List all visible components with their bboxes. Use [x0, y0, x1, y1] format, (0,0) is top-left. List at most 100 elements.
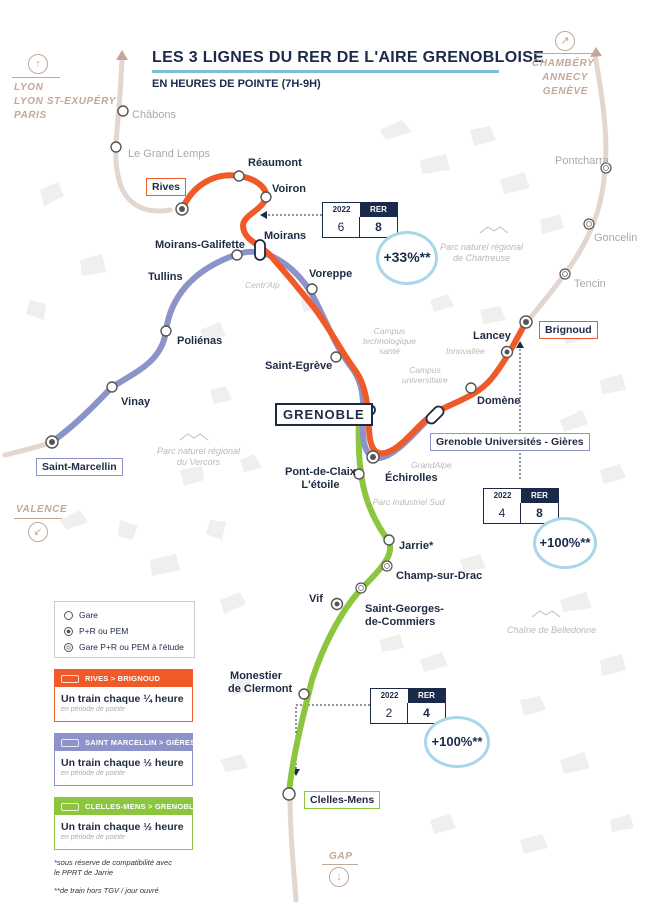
- legend-pr-pem: P+R ou PEM: [64, 626, 128, 636]
- station-vif: Vif: [309, 593, 323, 605]
- zone-centr-alp: Centr'Alp: [245, 280, 280, 290]
- pill-moirans: [254, 239, 266, 261]
- zone-chartreuse: Parc naturel régional de Chartreuse: [440, 242, 524, 263]
- pill-gieres: [425, 405, 445, 425]
- footnote-tgv: **de train hors TGV / jour ouvré: [54, 886, 159, 895]
- zone-belledonne: Chaîne de Belledonne: [507, 625, 597, 635]
- station-tencin: Tencin: [574, 278, 606, 290]
- train-icon: [61, 675, 79, 683]
- arrow-up-icon: ↑: [28, 54, 48, 74]
- line-saint-marcellin-gieres: [49, 248, 439, 461]
- direction-west: VALENCE: [16, 504, 68, 515]
- rail-corridor-chambery: [524, 52, 609, 325]
- pr-station-icon: [64, 627, 73, 636]
- study-station-rings: [358, 165, 609, 591]
- comparison-box-rives: 2022 RER 6 8: [322, 202, 398, 238]
- dot-voreppe: [306, 283, 318, 295]
- station-tullins: Tullins: [148, 271, 183, 283]
- station-echirolles: Échirolles: [385, 472, 438, 484]
- station-voreppe: Voreppe: [309, 268, 353, 280]
- direction-divider: [14, 518, 62, 519]
- rail-corridor-gap: [287, 792, 299, 903]
- station-pontcharra: Pontcharra: [555, 155, 609, 167]
- dot-saint-georges: [355, 582, 367, 594]
- dot-saint-egreve: [330, 351, 342, 363]
- station-rives: Rives: [146, 178, 187, 196]
- dot-chabons: [117, 105, 129, 117]
- study-station-icon: [64, 643, 73, 652]
- dot-voiron: [260, 191, 272, 203]
- arrow-down-icon: ↓: [329, 867, 349, 887]
- station-jarrie: Jarrie*: [399, 540, 434, 552]
- direction-divider: [322, 864, 358, 865]
- mountain-relief: [26, 120, 634, 854]
- arrow-up-right-icon: ↗: [555, 31, 575, 51]
- pointer-lines: [262, 214, 521, 772]
- comparison-box-clelles: 2022 RER 2 4: [370, 688, 446, 724]
- direction-south: GAP: [329, 851, 353, 862]
- comparison-box-brignoud: 2022 RER 4 8: [483, 488, 559, 524]
- legend-gare: Gare: [64, 610, 98, 620]
- station-domene: Domène: [477, 395, 521, 407]
- dot-pontcharra: [600, 162, 612, 174]
- station-reaumont: Réaumont: [248, 157, 302, 169]
- station-chabons: Châbons: [132, 109, 177, 121]
- dot-monestier: [298, 688, 310, 700]
- station-saint-georges: Saint-Georges- de-Commiers: [365, 603, 444, 628]
- dot-vinay: [106, 381, 118, 393]
- rail-corridor-lyon: [113, 55, 173, 214]
- dot-champ-sur-drac: [381, 560, 393, 572]
- station-grenoble-universites: Grenoble Universités - Gières: [430, 433, 590, 451]
- station-lancey: Lancey: [473, 330, 511, 342]
- map-title: LES 3 LIGNES DU RER DE L'AIRE GRENOBLOIS…: [152, 49, 545, 66]
- dot-reaumont: [233, 170, 245, 182]
- station-vinay: Vinay: [121, 396, 151, 408]
- legend-pr-pem-etude: Gare P+R ou PEM à l'étude: [64, 642, 184, 652]
- zone-parc-industriel-sud: * Parc Industriel Sud: [367, 497, 445, 507]
- station-grenoble: GRENOBLE: [275, 403, 373, 426]
- station-polienas: Poliénas: [177, 335, 223, 347]
- relief-symbols: [179, 226, 561, 618]
- direction-divider: [532, 53, 594, 54]
- dot-clelles-mens: [282, 787, 296, 801]
- zone-innovallee: Innovallée: [446, 346, 485, 356]
- corridor-arrows: [116, 47, 602, 60]
- dot-pont-de-claix: [353, 468, 365, 480]
- study-station-dots: [355, 162, 612, 594]
- footnote-jarrie: *sous réserve de compatibilité avec le P…: [54, 858, 172, 878]
- station-pont-de-claix: Pont-de-Claix L'étoile: [285, 466, 356, 491]
- line-card-clelles-grenoble: CLELLES-MENS > GRENOBLE Un train chaque …: [54, 797, 199, 850]
- line-card-marcellin-gieres: SAINT MARCELLIN > GIÈRES Un train chaque…: [54, 733, 195, 786]
- dot-moirans-galifette: [231, 249, 243, 261]
- increase-badge-clelles: +100%**: [424, 716, 490, 768]
- station-saint-marcellin: Saint-Marcellin: [36, 458, 123, 476]
- dot-goncelin: [583, 218, 595, 230]
- dot-domene: [465, 382, 477, 394]
- line-card-rives-brignoud: RIVES > BRIGNOUD Un train chaque ¼ heure…: [54, 669, 193, 722]
- station-goncelin: Goncelin: [594, 232, 638, 244]
- station-voiron: Voiron: [272, 183, 307, 195]
- pr-station-centers: [49, 206, 529, 607]
- station-clelles-mens: Clelles-Mens: [304, 791, 381, 809]
- station-champ-sur-drac: Champ-sur-Drac: [396, 570, 483, 582]
- dot-polienas: [160, 325, 172, 337]
- direction-divider: [12, 77, 60, 78]
- rail-corridor-valence: [2, 439, 55, 458]
- increase-badge-brignoud: +100%**: [533, 517, 597, 569]
- direction-north-west: LYON LYON ST-EXUPÉRY PARIS: [14, 82, 116, 121]
- zone-campus-sante: Campus technologique santé: [363, 326, 416, 357]
- station-dot-icon: [64, 611, 73, 620]
- dot-le-grand-lemps: [110, 141, 122, 153]
- station-moirans-galifette: Moirans-Galifette: [155, 239, 245, 251]
- zone-grand-alpe: GrandAlpe: [411, 460, 452, 470]
- station-dots: [106, 105, 477, 700]
- station-monestier: Monestier de Clermont: [228, 670, 293, 695]
- legend: Gare P+R ou PEM Gare P+R ou PEM à l'étud…: [54, 601, 195, 658]
- station-brignoud: Brignoud: [539, 321, 598, 339]
- increase-badge-rives: +33%**: [376, 231, 438, 285]
- train-icon: [61, 739, 79, 747]
- station-moirans: Moirans: [264, 230, 307, 242]
- station-saint-egreve: Saint-Egrève: [265, 360, 333, 372]
- dot-tencin: [559, 268, 571, 280]
